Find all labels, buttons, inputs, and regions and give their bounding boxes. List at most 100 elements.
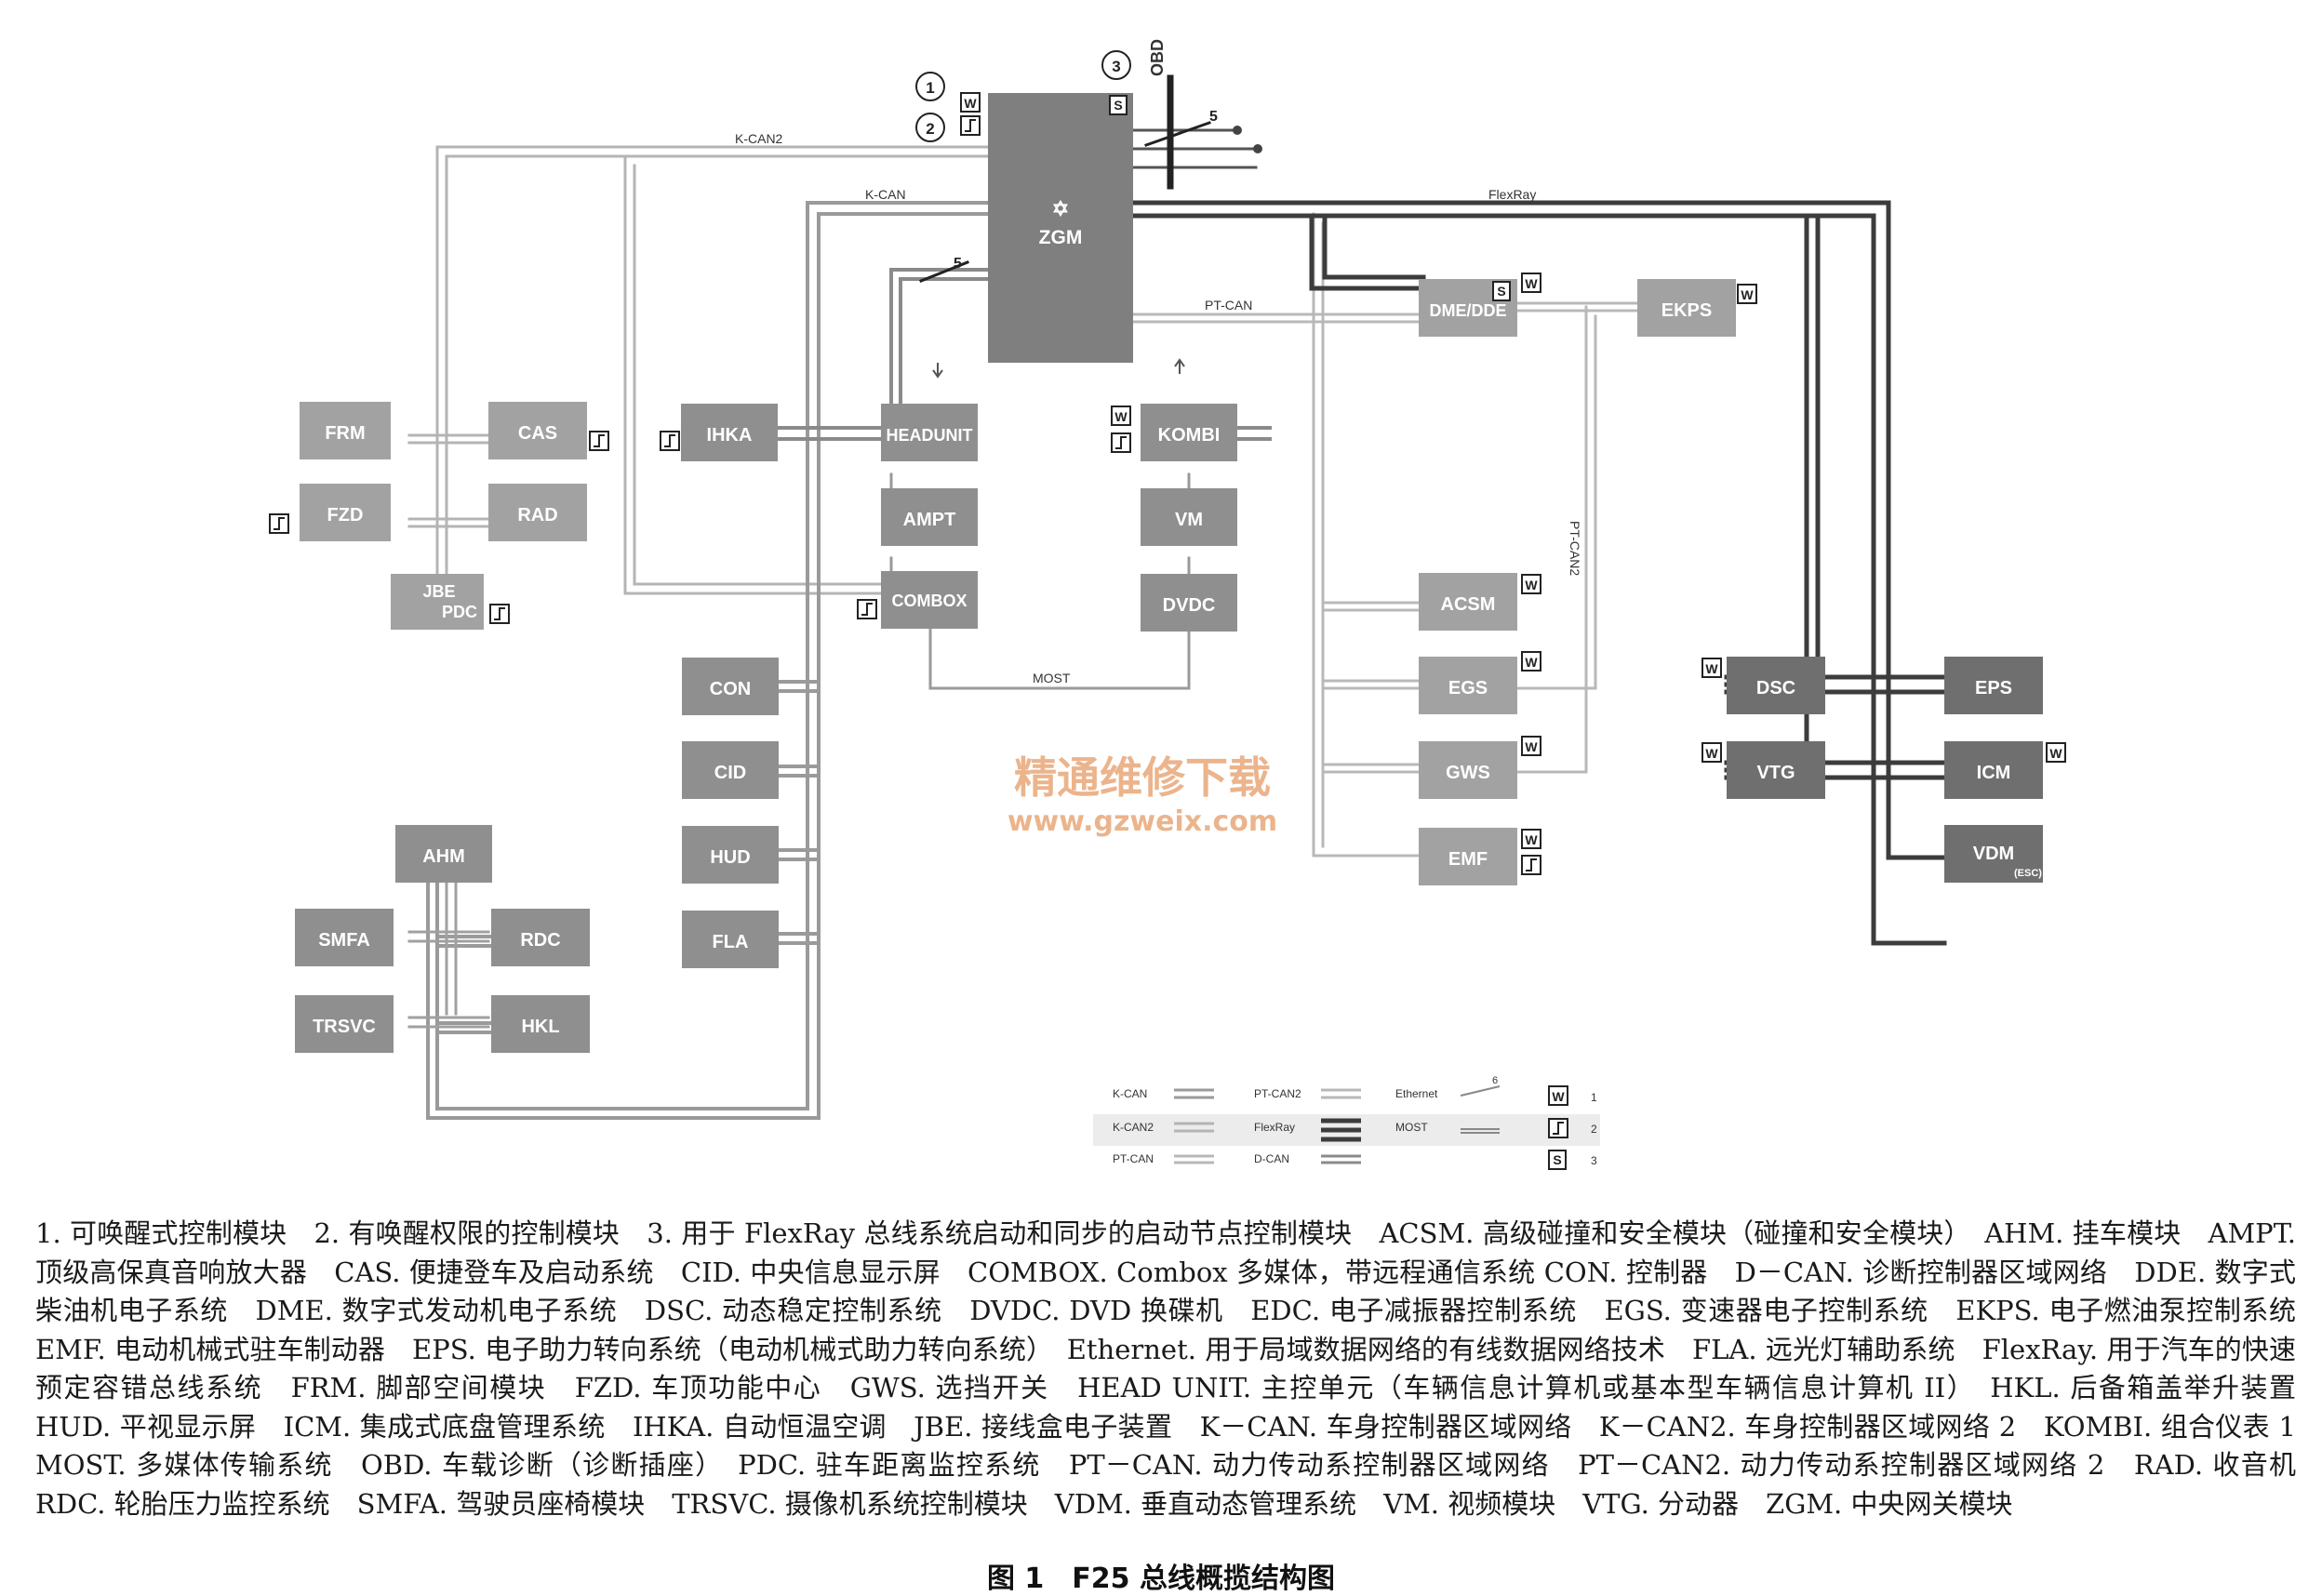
zgm-label: ZGM: [1039, 227, 1083, 248]
ecu-hkl: HKL: [491, 995, 590, 1053]
ptcan2-label: PT-CAN2: [1568, 521, 1582, 576]
w-icon: W: [1521, 736, 1541, 756]
legend-ptcan2: PT-CAN2: [1254, 1087, 1301, 1100]
wake-authority-icon: [269, 115, 1541, 875]
ecu-kombi: KOMBI: [1141, 404, 1237, 461]
number-markers: 1 2 3 5 5: [915, 50, 1218, 272]
marker-3: 3: [1112, 58, 1120, 75]
obd-label: OBD: [1148, 39, 1167, 76]
ampt-label: AMPT: [903, 510, 956, 530]
watermark-line1: 精通维修下载: [1014, 752, 1271, 803]
ihka-label: IHKA: [707, 425, 753, 446]
ecu-rad: RAD: [488, 484, 587, 541]
vm-label: VM: [1175, 510, 1203, 530]
ecu-hud: HUD: [682, 826, 779, 884]
ecu-frm: FRM: [300, 402, 391, 459]
ecu-dme-dde: DME/DDE: [1419, 279, 1517, 337]
w-icon: W: [960, 92, 981, 113]
hud-label: HUD: [710, 847, 750, 868]
w-icon-text: W: [1525, 276, 1538, 291]
legend-s-icon: S: [1553, 1152, 1561, 1167]
ecu-vdm: VDM (ESC): [1944, 825, 2043, 883]
kombi-label: KOMBI: [1158, 425, 1221, 446]
ecu-fla: FLA: [682, 911, 779, 968]
legend-ethernet: Ethernet: [1395, 1087, 1438, 1100]
ecu-acsm: ACSM: [1419, 573, 1517, 631]
rdc-label: RDC: [520, 930, 560, 951]
jbe-label: JBE: [422, 582, 455, 601]
left-cluster-lines: [407, 872, 490, 1029]
ecu-headunit: HEADUNIT: [881, 404, 978, 461]
legend-marker-6: 6: [1492, 1075, 1498, 1086]
arrow-icons: [932, 358, 1185, 379]
w-icon-text: W: [1525, 832, 1538, 847]
combox-label: COMBOX: [892, 592, 968, 610]
flexray-label: FlexRay: [1488, 187, 1536, 202]
ahm-label: AHM: [422, 846, 465, 867]
ecu-cas: CAS: [488, 402, 587, 459]
egs-label: EGS: [1448, 678, 1488, 698]
gws-label: GWS: [1446, 763, 1490, 783]
icm-label: ICM: [1977, 763, 2011, 783]
watermark: 精通维修下载 www.gzweix.com: [1008, 752, 1277, 838]
w-icon: W: [1521, 273, 1541, 293]
smfa-label: SMFA: [318, 930, 370, 951]
w-icon-text: W: [1114, 409, 1128, 424]
ecu-rdc: RDC: [491, 909, 590, 966]
ecu-icm: ICM: [1944, 741, 2043, 799]
ecu-egs: EGS: [1419, 657, 1517, 714]
legend-most: MOST: [1395, 1121, 1428, 1134]
w-icon: W: [1737, 284, 1757, 304]
legend-kcan: K-CAN: [1113, 1087, 1147, 1100]
ecu-ekps: EKPS: [1637, 279, 1736, 337]
marker-2: 2: [926, 120, 934, 138]
acsm-label: ACSM: [1441, 594, 1496, 615]
kcan-label: K-CAN: [865, 187, 906, 202]
bus-topology-diagram: ✡ ZGM FRM CAS FZD RAD JBE PDC IHKA: [269, 39, 2066, 1179]
legend-flexray: FlexRay: [1254, 1121, 1295, 1134]
w-icon: W: [1521, 574, 1541, 594]
figure-title: 图 1 F25 总线概揽结构图: [986, 1563, 1335, 1595]
ecu-dsc: DSC: [1727, 657, 1825, 714]
ecu-fzd: FZD: [300, 484, 391, 541]
ecu-con: CON: [682, 658, 779, 715]
wake-icons: W S W S W W W W: [269, 92, 2066, 875]
ecu-dvdc: DVDC: [1141, 574, 1237, 632]
emf-label: EMF: [1448, 849, 1488, 870]
frm-label: FRM: [325, 423, 365, 444]
figure-caption: 1. 可唤醒式控制模块 2. 有唤醒权限的控制模块 3. 用于 FlexRay …: [35, 1217, 2322, 1520]
dvdc-label: DVDC: [1163, 595, 1216, 616]
w-icon-text: W: [2049, 746, 2062, 761]
ecu5-slash: [919, 260, 969, 283]
w-icon-text: W: [964, 96, 977, 111]
dsc-label: DSC: [1756, 678, 1795, 698]
most-line: [889, 472, 1191, 690]
ecu-eps: EPS: [1944, 657, 2043, 714]
ecu-emf: EMF: [1419, 828, 1517, 885]
con-label: CON: [710, 679, 751, 699]
ptcan-label: PT-CAN: [1205, 298, 1252, 313]
headunit-label: HEADUNIT: [887, 426, 973, 445]
w-icon: W: [1521, 651, 1541, 672]
legend-ptcan: PT-CAN: [1113, 1152, 1154, 1165]
ecu-boxes: ✡ ZGM FRM CAS FZD RAD JBE PDC IHKA: [295, 93, 2043, 1053]
w-icon: W: [1701, 742, 1722, 763]
ecu-ihka: IHKA: [681, 404, 778, 461]
legend-n1: 1: [1591, 1091, 1597, 1104]
ecu-vm: VM: [1141, 488, 1237, 546]
ecu-ampt: AMPT: [881, 488, 978, 546]
w-icon: W: [2046, 742, 2066, 763]
ekps-label: EKPS: [1661, 300, 1712, 321]
w-icon-text: W: [1705, 746, 1718, 761]
zgm-star-icon: ✡: [1052, 197, 1069, 220]
legend-w-icon: W: [1552, 1089, 1565, 1104]
legend: K-CAN K-CAN2 PT-CAN PT-CAN2 FlexRay D-CA…: [1093, 1075, 1600, 1179]
w-icon: W: [1701, 658, 1722, 678]
watermark-line2: www.gzweix.com: [1008, 805, 1277, 838]
legend-dcan: D-CAN: [1254, 1152, 1289, 1165]
ptcan-lines: [1128, 212, 1641, 858]
legend-n2: 2: [1591, 1123, 1597, 1136]
rad-label: RAD: [517, 505, 557, 525]
ecu-jbe-pdc: JBE PDC: [391, 574, 484, 630]
trsvc-label: TRSVC: [313, 1017, 376, 1037]
